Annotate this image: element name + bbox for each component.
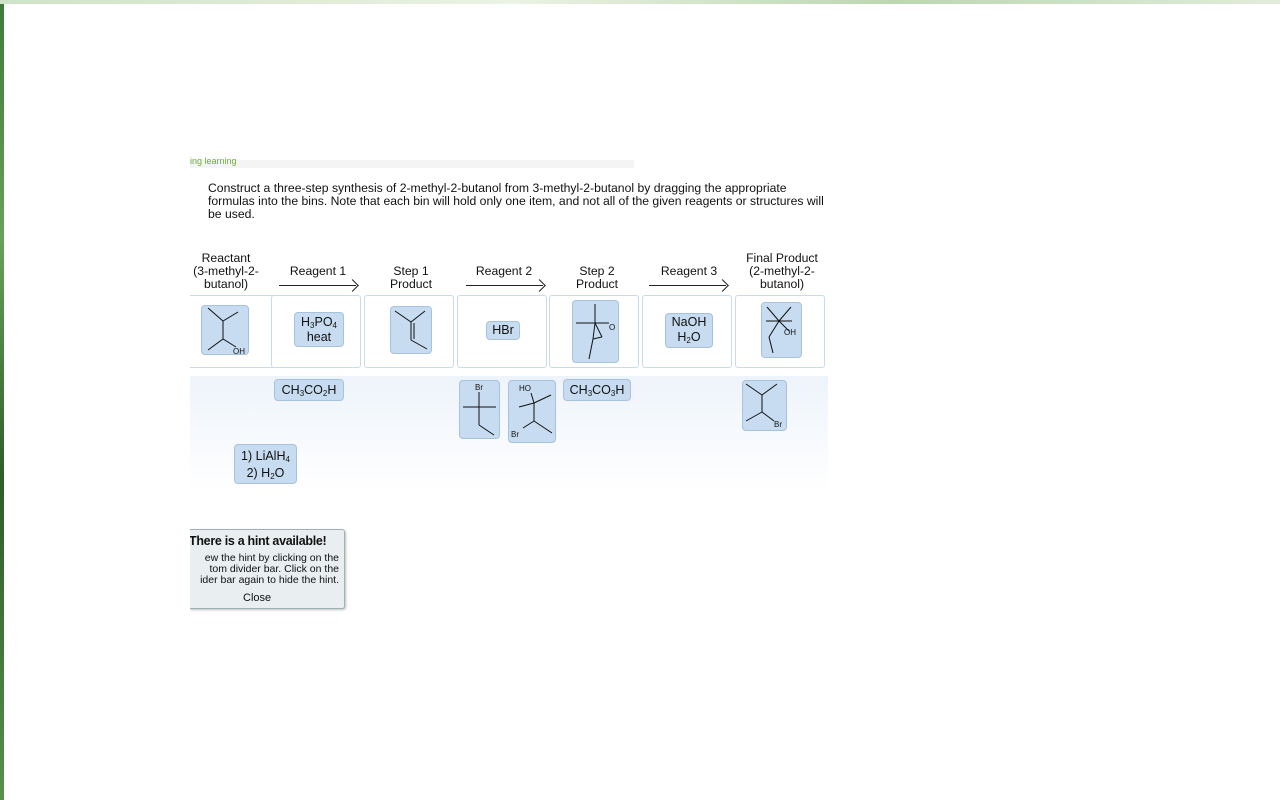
problem-panel: ing learning Construct a three-step synt… [190,152,830,612]
bin-reactant[interactable]: OH [190,295,276,368]
instructions: Construct a three-step synthesis of 2-me… [208,181,824,221]
bin-step-2-product[interactable]: O [549,295,639,368]
arrow-icon [466,285,543,286]
hydroxyl-label: OH [233,347,245,354]
bin-reagent-1[interactable]: H3PO4 heat [271,295,361,368]
background-left-edge [0,0,4,800]
reagent-naoh-h2o[interactable]: NaOH H2O [665,313,713,348]
bin-final-product[interactable]: OH [735,295,825,368]
reagent-lialh4-h2o[interactable]: 1) LiAlH4 2) H2O [234,444,297,484]
structure-3-methyl-2-butanol[interactable]: OH [201,305,249,355]
arrow-icon [649,285,726,286]
skeletal-structure-icon: O [576,304,615,360]
skeletal-structure-icon: OH [766,306,796,354]
logo-bar [190,160,634,168]
hydroxyl-label: HO [519,384,531,393]
bin-reagent-2[interactable]: HBr [457,295,547,368]
hint-body: ew the hint by clicking on the tom divid… [200,552,339,586]
structure-bromide-secondary[interactable]: Br [742,380,787,431]
skeletal-structure-icon: Br [463,383,496,436]
reagent-peracetic-acid[interactable]: CH3CO3H [563,379,631,401]
header-reagent-3: Reagent 3 [660,264,718,278]
header-reagent-2: Reagent 2 [475,264,533,278]
structure-bromide-primary[interactable]: Br [459,380,500,439]
arrow-icon [279,285,356,286]
structure-2-methyl-2-butanol[interactable]: OH [761,302,802,358]
skeletal-structure-icon: Br [745,383,782,429]
reagent-h3po4-heat[interactable]: H3PO4 heat [294,312,344,347]
reagent-acetic-acid[interactable]: CH3CO2H [274,379,344,401]
skeletal-structure-icon [394,310,428,350]
bin-step-1-product[interactable] [364,295,454,368]
bromine-label: Br [511,430,519,439]
hydroxyl-label: OH [784,328,796,337]
hint-popup: There is a hint available! ew the hint b… [190,529,345,609]
close-button[interactable]: Close [243,592,272,604]
reagent-hbr[interactable]: HBr [486,321,520,340]
background-top-edge [0,0,1280,4]
bromine-label: Br [774,420,782,429]
header-final-product: Final Product(2-methyl-2-butanol) [746,251,818,291]
oxygen-label: O [609,323,615,332]
skeletal-structure-icon: HO Br [511,384,553,439]
header-reactant: Reactant(3-methyl-2-butanol) [193,251,259,291]
structure-2-methyl-2-butene[interactable] [390,306,432,354]
skeletal-structure-icon: OH [207,307,245,354]
bromine-label: Br [475,383,483,392]
header-reagent-1: Reagent 1 [289,264,347,278]
bin-reagent-3[interactable]: NaOH H2O [642,295,732,368]
brand-logo: ing learning [190,156,237,166]
structure-epoxide[interactable]: O [572,300,619,363]
hint-title: There is a hint available! [190,534,327,548]
structure-bromo-alcohol[interactable]: HO Br [508,380,556,443]
